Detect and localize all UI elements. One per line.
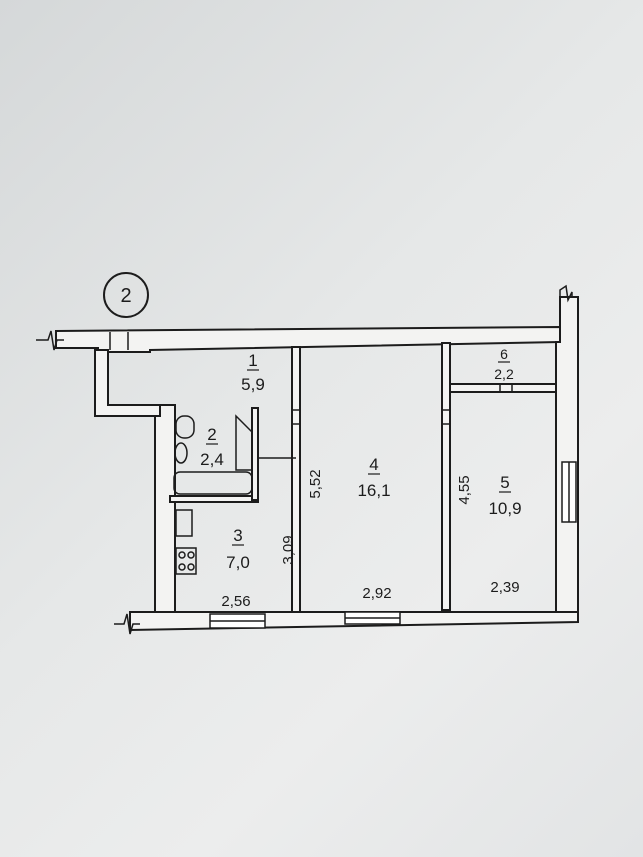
dimension-room4-height: 5,52 — [307, 469, 324, 498]
bathroom-fixtures — [173, 414, 253, 495]
dimension-room5-height: 4,55 — [456, 475, 473, 504]
stove-icon — [175, 547, 197, 575]
kitchen-fixtures — [175, 509, 197, 575]
svg-text:1: 1 — [248, 351, 257, 370]
svg-text:5: 5 — [500, 473, 509, 492]
svg-text:2: 2 — [207, 425, 216, 444]
bathtub-icon — [173, 471, 253, 495]
dimension-room4-width: 2,92 — [362, 585, 391, 602]
svg-text:2,2: 2,2 — [494, 366, 514, 382]
svg-text:2,4: 2,4 — [200, 450, 224, 469]
room-label-2: 2 2,4 — [200, 425, 224, 469]
kitchen-sink-icon — [175, 509, 193, 537]
walls — [55, 296, 579, 632]
svg-text:6: 6 — [500, 346, 508, 362]
svg-text:4: 4 — [369, 455, 378, 474]
room-label-5: 5 10,9 — [488, 473, 521, 518]
room-label-4: 4 16,1 — [357, 455, 390, 500]
sink-icon — [174, 442, 188, 464]
toilet-icon — [175, 415, 195, 439]
door-openings — [109, 332, 513, 459]
section-marker-label: 2 — [120, 285, 131, 307]
svg-text:7,0: 7,0 — [226, 553, 250, 572]
svg-text:5,9: 5,9 — [241, 375, 265, 394]
dimension-room5-width: 2,39 — [490, 579, 519, 596]
svg-text:3: 3 — [233, 526, 242, 545]
room-label-6: 6 2,2 — [494, 346, 514, 382]
dimension-room3-width: 2,56 — [221, 593, 250, 610]
shower-icon — [235, 414, 253, 471]
wall-break-marks — [36, 284, 573, 635]
svg-text:10,9: 10,9 — [488, 499, 521, 518]
dimension-room3-height: 3,09 — [280, 535, 297, 564]
room-label-1: 1 5,9 — [241, 351, 265, 394]
svg-text:16,1: 16,1 — [357, 481, 390, 500]
section-marker: 2 — [103, 272, 149, 318]
room-label-3: 3 7,0 — [226, 526, 250, 572]
windows — [209, 461, 577, 629]
